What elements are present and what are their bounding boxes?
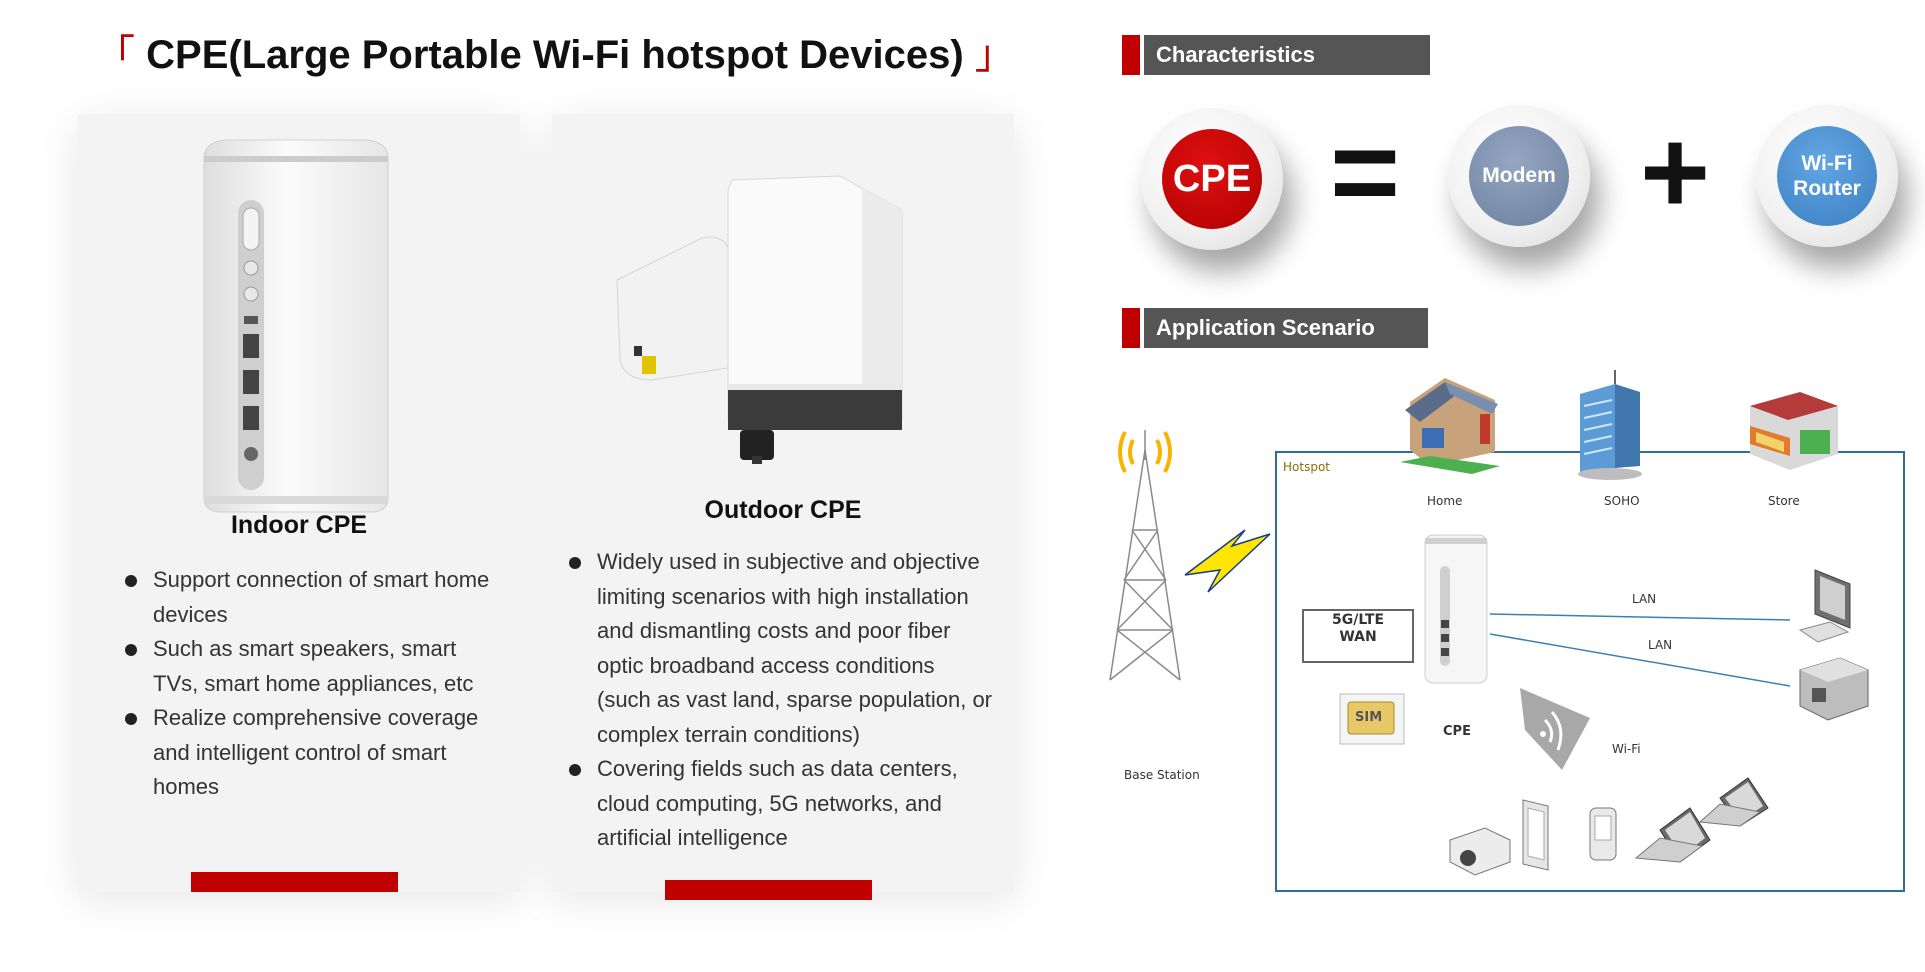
wan-box <box>1302 609 1414 663</box>
characteristics-header-marker <box>1122 35 1140 75</box>
signal-waves-icon <box>1118 431 1172 473</box>
lan-label-2: LAN <box>1648 638 1673 652</box>
application-scenario-diagram <box>1109 370 1869 876</box>
sim-card-icon <box>1339 693 1405 745</box>
indoor-card-accent-bar <box>191 872 398 892</box>
outdoor-card-accent-bar <box>665 880 872 900</box>
title-close-corner: 」 <box>974 33 1015 77</box>
wifi-router-label-line1: Wi-Fi <box>1801 152 1853 175</box>
desktop-computer-icon <box>1798 569 1851 643</box>
lan-label-1: LAN <box>1632 592 1657 606</box>
indoor-cpe-title: Indoor CPE <box>230 511 368 539</box>
application-scenario-header: Application Scenario <box>1122 308 1428 348</box>
home-label: Home <box>1427 494 1463 508</box>
indoor-feature-list: Support connection of smart home devices… <box>125 563 495 805</box>
wifi-signal-icon <box>1520 688 1590 770</box>
outdoor-cpe-device-image <box>616 175 903 464</box>
modem-circle-label: Modem <box>1469 126 1569 226</box>
lan-line-2 <box>1489 633 1791 687</box>
sim-label: SIM <box>1355 710 1383 725</box>
laptop-icon <box>1698 777 1769 827</box>
title-text: CPE(Large Portable Wi-Fi hotspot Devices… <box>146 33 964 77</box>
soho-label: SOHO <box>1604 494 1640 508</box>
indoor-feature-item: Such as smart speakers, smart TVs, smart… <box>125 632 495 701</box>
application-header-label: Application Scenario <box>1144 308 1428 348</box>
outdoor-cpe-title: Outdoor CPE <box>704 496 862 524</box>
page-title: 「 CPE(Large Portable Wi-Fi hotspot Devic… <box>95 22 1015 80</box>
cpe-circle: CPE <box>1141 108 1283 250</box>
laptop-icon <box>1634 807 1711 863</box>
wan-label-line1: 5G/LTE <box>1331 612 1385 628</box>
indoor-feature-item: Support connection of smart home devices <box>125 563 495 632</box>
printer-icon <box>1799 657 1869 721</box>
wan-label: 5G/LTE WAN <box>1303 612 1413 646</box>
characteristics-header: Characteristics <box>1122 35 1430 75</box>
wan-label-line2: WAN <box>1339 629 1377 645</box>
title-open-corner: 「 <box>95 33 135 77</box>
equals-sign: = <box>1330 105 1401 239</box>
lan-line-1 <box>1489 613 1791 621</box>
wifi-router-circle: Wi-Fi Router <box>1756 105 1898 247</box>
cpe-circle-label: CPE <box>1162 129 1262 229</box>
hotspot-label: Hotspot <box>1283 460 1330 474</box>
projector-icon <box>1449 827 1511 876</box>
indoor-cpe-card: Indoor CPE Support connection of smart h… <box>78 114 520 892</box>
wifi-label: Wi-Fi <box>1612 742 1641 756</box>
modem-circle: Modem <box>1448 105 1590 247</box>
tablet-icon <box>1522 799 1549 871</box>
wireless-link-lightning-icon <box>1184 529 1271 593</box>
indoor-cpe-device-image <box>203 139 389 513</box>
plus-sign: + <box>1640 105 1711 239</box>
outdoor-feature-item: Widely used in subjective and objective … <box>569 545 994 752</box>
cpe-device-icon <box>1424 534 1488 684</box>
outdoor-feature-item: Covering fields such as data centers, cl… <box>569 752 994 856</box>
store-icon <box>1750 392 1838 470</box>
mobile-phone-icon <box>1589 807 1617 861</box>
application-header-marker <box>1122 308 1140 348</box>
indoor-feature-item: Realize comprehensive coverage and intel… <box>125 701 495 805</box>
wifi-router-label-line2: Router <box>1793 177 1861 200</box>
base-station-tower-icon <box>1109 430 1181 681</box>
outdoor-feature-list: Widely used in subjective and objective … <box>569 545 994 856</box>
characteristics-header-label: Characteristics <box>1144 35 1430 75</box>
store-label: Store <box>1768 494 1800 508</box>
wifi-router-circle-label: Wi-Fi Router <box>1777 126 1877 226</box>
base-station-label: Base Station <box>1124 768 1200 782</box>
home-icon <box>1400 378 1500 474</box>
outdoor-cpe-card: Outdoor CPE Widely used in subjective an… <box>552 114 1014 900</box>
soho-building-icon <box>1578 370 1642 480</box>
cpe-device-label: CPE <box>1443 724 1471 739</box>
